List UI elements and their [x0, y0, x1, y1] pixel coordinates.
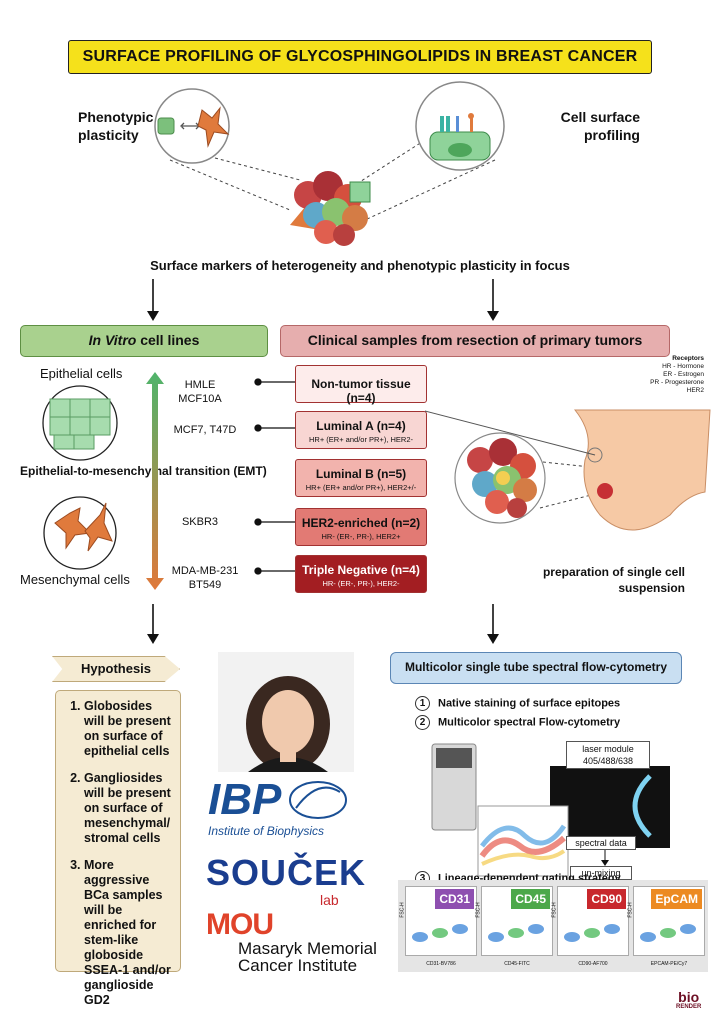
- preparation-label: preparation of single cell suspension: [542, 565, 685, 595]
- cell-surface-profiling-label: Cell surface profiling: [560, 109, 640, 143]
- clinical-header: Clinical samples from resection of prima…: [280, 325, 670, 357]
- gating-scatter-icon: [488, 924, 544, 942]
- gating-y-label: FSC-H: [399, 902, 406, 918]
- ibp-logo: IBP Institute of Biophysics: [208, 776, 368, 846]
- clinical-box-subtitle: HR+ (ER+ and/or PR+), HER2+/-: [305, 483, 417, 492]
- clinical-box-title: Non-tumor tissue (n=4): [311, 377, 411, 405]
- gating-y-label: FSC-H: [475, 902, 482, 918]
- gating-marker-badge: CD45: [511, 889, 550, 909]
- tumor-cluster-icon: [290, 171, 371, 246]
- epithelial-cell-icon: [157, 117, 175, 135]
- gating-scatter-icon: [564, 924, 620, 942]
- hypothesis-list: Globosides will be present on surface of…: [55, 690, 181, 1007]
- clinical-box: Triple Negative (n=4) HR- (ER-, PR-), HER…: [295, 555, 427, 593]
- invitro-header: In Vitro cell lines: [20, 325, 268, 357]
- mmci-name: Masaryk Memorial Cancer Institute: [238, 939, 377, 975]
- connector-lines: [254, 378, 295, 575]
- mesenchymal-cell-icon: [197, 106, 230, 148]
- clinical-box-subtitle: HR- (ER-, PR-), HER2-: [322, 579, 400, 588]
- gating-y-label: FSC-H: [627, 902, 634, 918]
- gating-marker-badge: CD31: [435, 889, 474, 909]
- tumor-sample-cluster-icon: [454, 432, 546, 524]
- biorender-logo: bio RENDER: [676, 989, 702, 1010]
- clinical-box: Luminal B (n=5) HR+ (ER+ and/or PR+), HER…: [295, 459, 427, 497]
- cell-line-mcf7: MCF7, T47D: [173, 424, 237, 436]
- emt-label: Epithelial-to-mesenchymal transition (EM…: [20, 464, 267, 478]
- top-arrows: [147, 279, 499, 321]
- emt-gradient-arrow: [146, 372, 164, 590]
- lower-arrows: [147, 604, 499, 644]
- gating-axis-label: CD31-BV786: [426, 961, 456, 967]
- flow-header: Multicolor single tube spectral flow-cyt…: [390, 652, 682, 684]
- mou-logo: MOU: [206, 908, 274, 941]
- focus-statement: Surface markers of heterogeneity and phe…: [150, 258, 570, 273]
- researcher-photo: [218, 652, 354, 772]
- gating-scatter-icon: [640, 924, 696, 942]
- mesenchymal-cells-label: Mesenchymal cells: [20, 572, 130, 587]
- unmixing-arrow: [601, 850, 609, 866]
- tumor-breast-illustration: [425, 409, 711, 531]
- gating-marker-badge: CD90: [587, 889, 626, 909]
- clinical-box-title: Triple Negative (n=4): [302, 563, 420, 577]
- laser-module-label: laser module 405/488/638: [566, 741, 650, 769]
- unmixing-label: un-mixing: [570, 866, 632, 880]
- gating-y-label: FSC-H: [551, 902, 558, 918]
- hypothesis-item: More aggressive BCa samples will be enri…: [84, 858, 174, 1008]
- spectral-plot-icon: [477, 805, 569, 877]
- clinical-box-title: HER2-enriched (n=2): [301, 516, 421, 530]
- cytometer-illustration: [431, 743, 670, 877]
- phenotypic-plasticity-label: Phenotypic plasticity: [78, 109, 154, 143]
- soucek-lab-label: lab: [320, 892, 339, 908]
- breast-icon: [573, 409, 711, 531]
- trop2-marker-icon: [470, 118, 473, 132]
- epithelial-cells-label: Epithelial cells: [40, 366, 123, 381]
- clinical-box: Luminal A (n=4) HR+ (ER+ and/or PR+), HER…: [295, 411, 427, 449]
- gating-plot: EpCAM EPCAM-PE/Cy7 FSC-H: [628, 886, 705, 967]
- clinical-box-subtitle: HR- (ER-, PR-), HER2+: [321, 532, 401, 541]
- gating-axis-label: CD90-AF700: [578, 961, 608, 967]
- hypothesis-item: Globosides will be present on surface of…: [84, 699, 174, 759]
- cell-icons: [42, 385, 118, 570]
- cell-line-skbr3: SKBR3: [181, 516, 219, 528]
- clinical-box-title: Luminal B (n=5): [315, 467, 407, 481]
- hypothesis-tab: Hypothesis: [52, 656, 180, 682]
- hypothesis-item: Gangliosides will be present on surface …: [84, 771, 174, 846]
- receptors-legend: Receptors HR - Hormone ER - Estrogen PR …: [650, 355, 704, 394]
- gating-scatter-icon: [412, 924, 468, 942]
- clinical-box-title: Luminal A (n=4): [316, 419, 406, 433]
- soucek-logo: SOUČEK: [206, 852, 367, 893]
- clinical-box: Non-tumor tissue (n=4): [295, 365, 427, 405]
- cell-line-hmle: HMLE MCF10A: [178, 379, 222, 405]
- top-illustration: [154, 81, 505, 246]
- gating-axis-label: CD45-FITC: [504, 961, 530, 967]
- gating-axis-label: EPCAM-PE/Cy7: [650, 961, 688, 967]
- clinical-box: HER2-enriched (n=2) HR- (ER-, PR-), HER2+: [295, 508, 427, 546]
- spectral-data-label: spectral data: [566, 836, 636, 850]
- poster-title: SURFACE PROFILING OF GLYCOSPHINGOLIPIDS …: [68, 40, 652, 74]
- gating-marker-badge: EpCAM: [651, 889, 702, 909]
- epcam-marker-icon: [440, 116, 444, 132]
- clinical-box-subtitle: HR+ (ER+ and/or PR+), HER2-: [309, 435, 413, 444]
- cell-line-mda: MDA-MB-231 BT549: [171, 565, 239, 591]
